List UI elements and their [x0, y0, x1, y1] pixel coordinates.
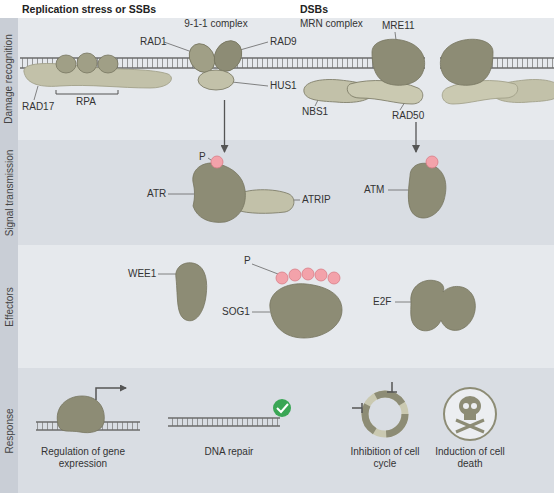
part-label: ATRIP	[302, 194, 331, 206]
protein-label: WEE1	[128, 268, 156, 280]
rpa-subunit	[77, 53, 97, 73]
dna-strand	[168, 417, 280, 419]
crossbone	[456, 420, 484, 432]
band-label: Response	[2, 368, 16, 493]
part-label: RAD9	[270, 36, 297, 48]
mre11-protein	[372, 39, 425, 85]
protein-shape	[185, 152, 295, 224]
part-label: RPA	[76, 96, 96, 108]
response-caption: Induction of cell death	[435, 446, 505, 470]
phospho-group	[289, 269, 301, 281]
protein-label: E2F	[373, 296, 391, 308]
leader-line	[388, 190, 408, 191]
cell-death-circle	[444, 388, 496, 440]
protein-node: ATR	[185, 152, 295, 224]
dna-rungs	[168, 418, 280, 426]
hus1-protein	[198, 70, 234, 90]
protein-node: ATM	[402, 152, 450, 222]
leader-line	[252, 312, 270, 313]
sog1-protein	[270, 284, 342, 338]
part-label: RAD17	[22, 101, 54, 113]
leader-line	[395, 302, 411, 303]
inhibition-mark	[352, 407, 362, 409]
atr-protein	[193, 163, 246, 222]
rad50-protein	[347, 81, 423, 104]
protein-shape	[168, 18, 264, 100]
leader-line	[158, 274, 176, 275]
inhibition-mark	[391, 382, 393, 392]
check-icon	[273, 399, 291, 417]
part-label: P	[199, 151, 206, 163]
protein-label: 9-1-1 complex	[168, 18, 264, 30]
protein-shape	[170, 258, 210, 324]
protein-shape	[402, 152, 450, 222]
dna-strand	[168, 425, 280, 427]
e2f-protein	[411, 280, 476, 331]
leader-line	[168, 194, 194, 195]
atm-protein	[408, 163, 446, 218]
rpa-subunit	[56, 55, 76, 73]
phospho-group	[211, 156, 223, 168]
band: EffectorsWEE1SOG1E2F	[0, 245, 554, 368]
phospho-group	[426, 156, 438, 168]
wee1-protein	[176, 263, 207, 321]
band: Signal transmission ATR ATM	[0, 140, 554, 245]
protein-label: ATR	[147, 188, 166, 200]
part-label: MRE11	[382, 20, 415, 32]
response-caption: DNA repair	[184, 446, 274, 458]
skull-eye	[471, 403, 477, 409]
protein-node: WEE1	[170, 258, 210, 324]
phospho-group	[276, 272, 288, 284]
phospho-group	[302, 268, 314, 280]
crossbone	[456, 420, 484, 432]
rpa-subunit	[98, 55, 118, 73]
protein-node: E2F	[405, 272, 477, 336]
inhibition-mark	[361, 403, 363, 413]
protein-shape	[262, 268, 346, 340]
inhibition-mark	[387, 391, 397, 393]
band-label: Damage recognition	[2, 18, 16, 140]
protein-node: SOG1	[262, 268, 346, 340]
protein-label: MRN complex	[300, 18, 380, 30]
skull-jaw	[464, 412, 476, 420]
response-caption: Regulation of gene expression	[40, 446, 126, 470]
protein-node: 9-1-1 complex	[168, 18, 264, 100]
part-label: RAD1	[140, 36, 167, 48]
part-label: NBS1	[302, 106, 328, 118]
column-header: Replication stress or SSBs	[22, 3, 156, 16]
part-label: P	[244, 255, 251, 267]
part-label: HUS1	[270, 80, 297, 92]
rad17-protein	[24, 64, 172, 88]
protein-shape	[405, 272, 477, 336]
check-mark	[277, 404, 288, 412]
protein-label: ATM	[364, 184, 384, 196]
response-caption: Inhibition of cell cycle	[350, 446, 420, 470]
phospho-group	[328, 272, 340, 284]
column-header: DSBs	[300, 3, 328, 16]
phospho-group	[315, 269, 327, 281]
skull-eye	[463, 403, 469, 409]
protein-label: SOG1	[222, 306, 250, 318]
band-label: Effectors	[2, 245, 16, 368]
band-label: Signal transmission	[2, 140, 16, 245]
part-label: RAD50	[392, 110, 424, 122]
